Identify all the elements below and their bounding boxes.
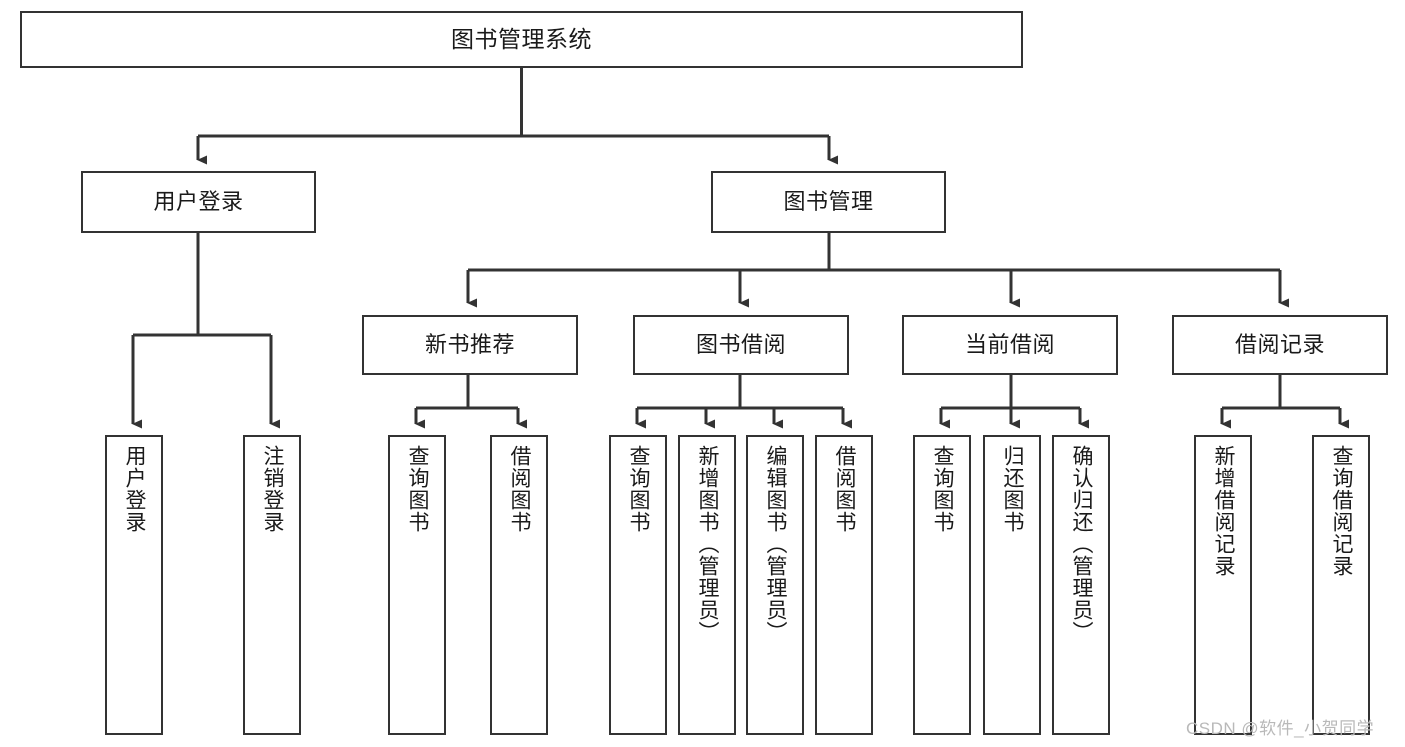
node-label: 查询图书 bbox=[406, 445, 430, 533]
node-label: 图书借阅 bbox=[695, 332, 786, 358]
node-root-system[interactable]: 图书管理系统 bbox=[20, 11, 1023, 68]
node-leaf-borrow-book-2[interactable]: 借阅图书 bbox=[815, 435, 873, 735]
node-label: 归还图书 bbox=[1001, 445, 1025, 533]
node-label: 查询图书 bbox=[627, 445, 651, 533]
node-leaf-query-book-2[interactable]: 查询图书 bbox=[609, 435, 667, 735]
node-leaf-edit-book[interactable]: 编辑图书（管理员） bbox=[746, 435, 804, 735]
node-label: 用户登录 bbox=[123, 445, 147, 533]
node-leaf-query-record[interactable]: 查询借阅记录 bbox=[1312, 435, 1370, 735]
node-user-login[interactable]: 用户登录 bbox=[81, 171, 316, 233]
watermark-text: CSDN @软件_小贺同学 bbox=[1186, 719, 1375, 738]
node-label: 查询借阅记录 bbox=[1330, 445, 1354, 577]
node-label: 图书管理 bbox=[783, 189, 874, 215]
node-leaf-add-book[interactable]: 新增图书（管理员） bbox=[678, 435, 736, 735]
node-label: 借阅图书 bbox=[508, 445, 532, 533]
node-label: 新增图书（管理员） bbox=[696, 445, 720, 643]
node-leaf-logout[interactable]: 注销登录 bbox=[243, 435, 301, 735]
node-leaf-user-login[interactable]: 用户登录 bbox=[105, 435, 163, 735]
node-label: 用户登录 bbox=[153, 189, 244, 215]
node-label: 借阅图书 bbox=[833, 445, 857, 533]
node-leaf-borrow-book-1[interactable]: 借阅图书 bbox=[490, 435, 548, 735]
node-new-book-recommend[interactable]: 新书推荐 bbox=[362, 315, 578, 375]
node-label: 当前借阅 bbox=[964, 332, 1055, 358]
node-leaf-confirm-return[interactable]: 确认归还（管理员） bbox=[1052, 435, 1110, 735]
node-leaf-query-book-3[interactable]: 查询图书 bbox=[913, 435, 971, 735]
node-book-management[interactable]: 图书管理 bbox=[711, 171, 946, 233]
node-label: 新增借阅记录 bbox=[1212, 445, 1236, 577]
node-label: 借阅记录 bbox=[1234, 332, 1325, 358]
node-current-borrow[interactable]: 当前借阅 bbox=[902, 315, 1118, 375]
node-label: 查询图书 bbox=[931, 445, 955, 533]
node-label: 注销登录 bbox=[261, 445, 285, 533]
node-leaf-return-book[interactable]: 归还图书 bbox=[983, 435, 1041, 735]
node-label: 图书管理系统 bbox=[451, 25, 592, 52]
node-leaf-query-book-1[interactable]: 查询图书 bbox=[388, 435, 446, 735]
node-book-borrow[interactable]: 图书借阅 bbox=[633, 315, 849, 375]
node-label: 新书推荐 bbox=[424, 332, 515, 358]
node-borrow-record[interactable]: 借阅记录 bbox=[1172, 315, 1388, 375]
node-label: 确认归还（管理员） bbox=[1070, 445, 1094, 643]
node-label: 编辑图书（管理员） bbox=[764, 445, 788, 643]
node-leaf-add-record[interactable]: 新增借阅记录 bbox=[1194, 435, 1252, 735]
